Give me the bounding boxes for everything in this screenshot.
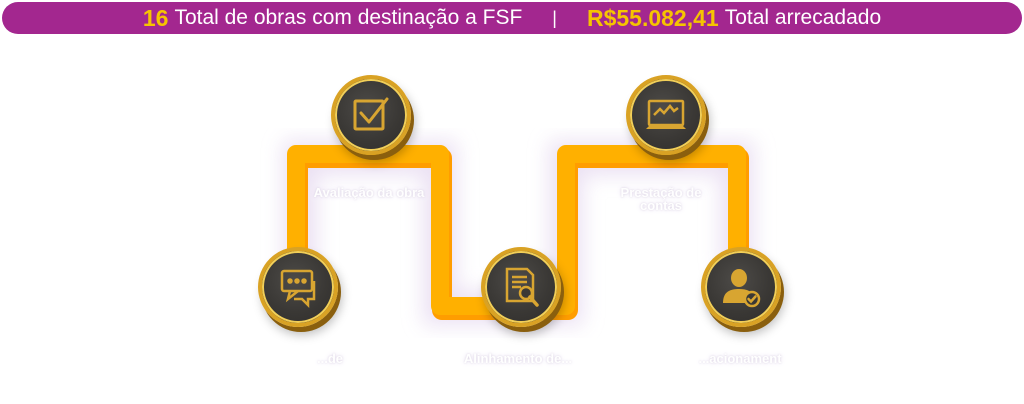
step-label-1: ...de [316, 351, 343, 366]
step-evaluation-coin [331, 75, 411, 155]
amount-label: Total arrecadado [724, 6, 882, 29]
step-label-4: Prestação de contas [620, 185, 702, 213]
works-label: Total de obras com destinação a FSF [174, 6, 523, 29]
checkbox-icon [353, 97, 389, 131]
user-check-icon [723, 269, 761, 308]
step-relationship-coin [701, 247, 781, 327]
amount-value: R$55.082,41 [586, 4, 719, 31]
step-label-2: Avaliação da obra [313, 185, 425, 200]
chat-bubbles-icon [280, 269, 316, 309]
monitor-chart-icon [646, 99, 686, 129]
document-magnifier-icon [505, 267, 539, 307]
step-accountability-coin [626, 75, 706, 155]
step-alignment-coin [481, 247, 561, 327]
step-label-5: ...acionament [698, 351, 782, 366]
banner-separator: | [552, 7, 557, 28]
summary-banner: 16 Total de obras com destinação a FSF |… [2, 2, 1022, 34]
step-label-3: Alinhamento de... [463, 351, 573, 366]
step-chat-coin [258, 247, 338, 327]
works-count: 16 [142, 4, 169, 31]
